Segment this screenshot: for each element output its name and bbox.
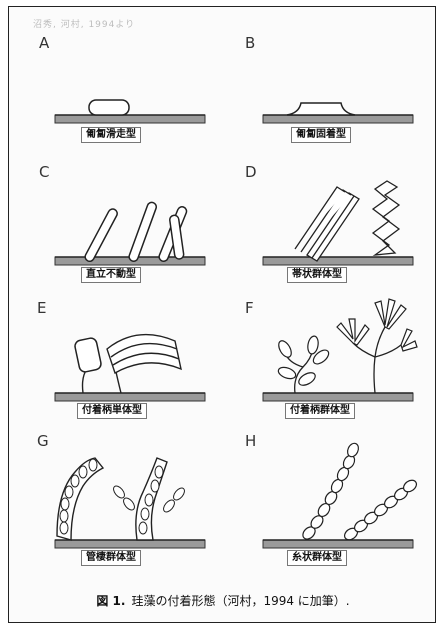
figure-page: 沼秀, 河村, 1994より A 匍匐滑走型 B 匍匐固着型 C 直立 — [8, 6, 436, 623]
panel-c: C 直立不動型 — [17, 159, 221, 282]
panel-label: 匍匐滑走型 — [81, 127, 141, 143]
diagram-ribbon-colony — [225, 159, 429, 282]
panel-d: D 帯状群体型 — [225, 159, 429, 282]
panel-b: B 匍匐固着型 — [225, 29, 429, 152]
panel-a: A 匍匐滑走型 — [17, 29, 221, 152]
diagram-stalked-single — [17, 297, 221, 420]
panel-label: 管棲群体型 — [81, 550, 141, 566]
panel-label: 付着柄群体型 — [285, 403, 355, 419]
figure-number: 図 1. — [96, 594, 125, 608]
diagram-tube-colony — [17, 432, 221, 555]
figure-caption: 図 1. 珪藻の付着形態（河村，1994 に加筆）. — [9, 592, 437, 609]
panel-label: 匍匐固着型 — [291, 127, 351, 143]
panel-label: 直立不動型 — [81, 267, 141, 283]
panel-label: 付着柄単体型 — [77, 403, 147, 419]
panel-label: 帯状群体型 — [287, 267, 347, 283]
panel-label: 糸状群体型 — [287, 550, 347, 566]
diagram-filament-colony — [225, 432, 429, 555]
panel-f: F 付着柄群体型 — [225, 297, 429, 420]
panel-e: E 付着柄単体型 — [17, 297, 221, 420]
diagram-stalked-colony — [225, 297, 429, 420]
panel-h: H 糸状群体型 — [225, 432, 429, 555]
diagram-erect — [17, 159, 221, 282]
panel-g: G — [17, 432, 221, 555]
figure-caption-text: 珪藻の付着形態（河村，1994 に加筆）. — [131, 594, 349, 608]
